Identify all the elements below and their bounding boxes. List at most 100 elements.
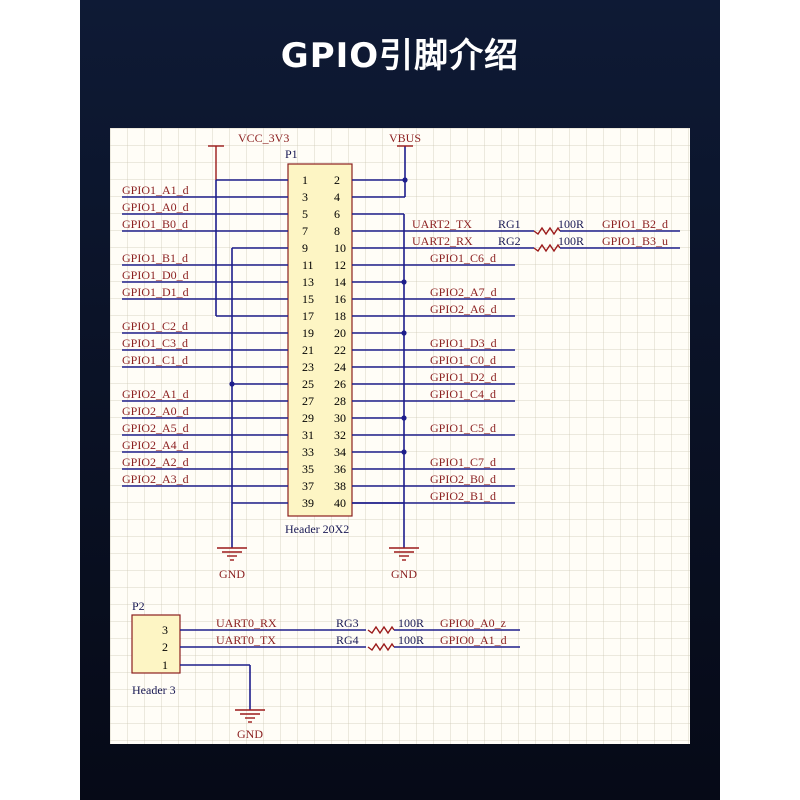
p1-pin-even: 30 bbox=[334, 411, 346, 425]
uart-label: UART2_RX bbox=[412, 234, 473, 248]
left-net-label: GPIO1_A1_d bbox=[122, 183, 189, 197]
p2-resistor-symbol bbox=[367, 625, 395, 635]
left-net-label: GPIO2_A5_d bbox=[122, 421, 189, 435]
right-net-label: GPIO2_B1_d bbox=[430, 489, 496, 503]
p1-pin-odd: 33 bbox=[302, 445, 314, 459]
resistor-symbol bbox=[533, 243, 561, 253]
p2-resistor-value: 100R bbox=[398, 616, 424, 630]
p1-pin-odd: 37 bbox=[302, 479, 314, 493]
p1-pin-even: 32 bbox=[334, 428, 346, 442]
left-net-label: GPIO2_A0_d bbox=[122, 404, 189, 418]
left-net-label: GPIO1_C2_d bbox=[122, 319, 188, 333]
p1-pin-even: 26 bbox=[334, 377, 346, 391]
p1-pin-odd: 7 bbox=[302, 224, 308, 238]
left-net-label: GPIO2_A4_d bbox=[122, 438, 189, 452]
left-net-label: GPIO2_A3_d bbox=[122, 472, 189, 486]
left-net-label: GPIO2_A2_d bbox=[122, 455, 189, 469]
p2-resistor-symbol bbox=[367, 642, 395, 652]
gnd-p2-label: GND bbox=[237, 727, 263, 741]
left-net-label: GPIO1_C1_d bbox=[122, 353, 188, 367]
left-net-label: GPIO1_B1_d bbox=[122, 251, 188, 265]
p2-ref: P2 bbox=[132, 599, 145, 613]
left-net-label: GPIO1_D0_d bbox=[122, 268, 189, 282]
junction-dot bbox=[402, 177, 408, 183]
p1-pin-even: 4 bbox=[334, 190, 340, 204]
p2-uart-label: UART0_RX bbox=[216, 616, 277, 630]
p1-pin-even: 6 bbox=[334, 207, 340, 221]
p1-pin-odd: 27 bbox=[302, 394, 314, 408]
p1-pin-even: 20 bbox=[334, 326, 346, 340]
p1-pin-odd: 1 bbox=[302, 173, 308, 187]
page-title: GPIO引脚介绍 bbox=[280, 36, 520, 76]
p1-pin-even: 36 bbox=[334, 462, 346, 476]
p1-pin-odd: 15 bbox=[302, 292, 314, 306]
p1-pin-even: 34 bbox=[334, 445, 346, 459]
p2-resistor-ref: RG4 bbox=[336, 633, 359, 647]
p2-resistor-value: 100R bbox=[398, 633, 424, 647]
left-net-label: GPIO1_C3_d bbox=[122, 336, 188, 350]
right-net-label: GPIO1_C5_d bbox=[430, 421, 496, 435]
right-net-label: GPIO1_C0_d bbox=[430, 353, 496, 367]
right-net-label: GPIO1_C6_d bbox=[430, 251, 496, 265]
p2-uart-net-label: GPIO0_A1_d bbox=[440, 633, 507, 647]
p1-pin-odd: 5 bbox=[302, 207, 308, 221]
p2-model: Header 3 bbox=[132, 683, 176, 697]
p1-pin-odd: 23 bbox=[302, 360, 314, 374]
p2-uart-net-label: GPIO0_A0_z bbox=[440, 616, 506, 630]
p1-pin-even: 40 bbox=[334, 496, 346, 510]
junction-dot bbox=[229, 381, 235, 387]
p1-pin-even: 24 bbox=[334, 360, 346, 374]
right-net-label: GPIO2_A6_d bbox=[430, 302, 497, 316]
right-net-label: GPIO2_A7_d bbox=[430, 285, 497, 299]
left-net-label: GPIO1_B0_d bbox=[122, 217, 188, 231]
p1-pin-odd: 21 bbox=[302, 343, 314, 357]
right-net-label: GPIO1_C7_d bbox=[430, 455, 496, 469]
p2-pin-number: 1 bbox=[162, 658, 168, 672]
p1-body bbox=[287, 163, 353, 517]
p2-pin-number: 3 bbox=[162, 623, 168, 637]
p1-pin-odd: 35 bbox=[302, 462, 314, 476]
p1-pin-odd: 3 bbox=[302, 190, 308, 204]
p1-pin-odd: 39 bbox=[302, 496, 314, 510]
vbus-label: VBUS bbox=[389, 131, 421, 145]
p1-pin-odd: 9 bbox=[302, 241, 308, 255]
p1-pin-even: 8 bbox=[334, 224, 340, 238]
p1-pin-even: 38 bbox=[334, 479, 346, 493]
p1-ref: P1 bbox=[285, 147, 298, 161]
p1-pin-odd: 19 bbox=[302, 326, 314, 340]
junction-dot bbox=[401, 279, 407, 285]
p1-pin-even: 22 bbox=[334, 343, 346, 357]
p1-pin-odd: 13 bbox=[302, 275, 314, 289]
vcc-label: VCC_3V3 bbox=[238, 131, 289, 145]
resistor-symbol bbox=[533, 226, 561, 236]
right-net-label: GPIO1_D2_d bbox=[430, 370, 497, 384]
p1-pin-even: 2 bbox=[334, 173, 340, 187]
junction-dot bbox=[401, 449, 407, 455]
p1-pin-even: 14 bbox=[334, 275, 346, 289]
p1-pin-odd: 11 bbox=[302, 258, 314, 272]
p1-pin-even: 28 bbox=[334, 394, 346, 408]
left-net-label: GPIO1_A0_d bbox=[122, 200, 189, 214]
p1-pin-even: 18 bbox=[334, 309, 346, 323]
right-net-label: GPIO1_C4_d bbox=[430, 387, 496, 401]
p1-pin-odd: 25 bbox=[302, 377, 314, 391]
p1-model: Header 20X2 bbox=[285, 522, 349, 536]
p1-pin-even: 12 bbox=[334, 258, 346, 272]
uart-net-label: GPIO1_B2_d bbox=[602, 217, 668, 231]
resistor-ref: RG2 bbox=[498, 234, 521, 248]
resistor-ref: RG1 bbox=[498, 217, 521, 231]
resistor-value: 100R bbox=[558, 217, 584, 231]
left-net-label: GPIO2_A1_d bbox=[122, 387, 189, 401]
p1-pin-even: 16 bbox=[334, 292, 346, 306]
junction-dot bbox=[401, 330, 407, 336]
gnd-right-label: GND bbox=[391, 567, 417, 581]
uart-label: UART2_TX bbox=[412, 217, 472, 231]
p1-pin-odd: 17 bbox=[302, 309, 314, 323]
gnd-left-label: GND bbox=[219, 567, 245, 581]
p2-resistor-ref: RG3 bbox=[336, 616, 359, 630]
p1-pin-even: 10 bbox=[334, 241, 346, 255]
right-net-label: GPIO1_D3_d bbox=[430, 336, 497, 350]
uart-net-label: GPIO1_B3_u bbox=[602, 234, 668, 248]
